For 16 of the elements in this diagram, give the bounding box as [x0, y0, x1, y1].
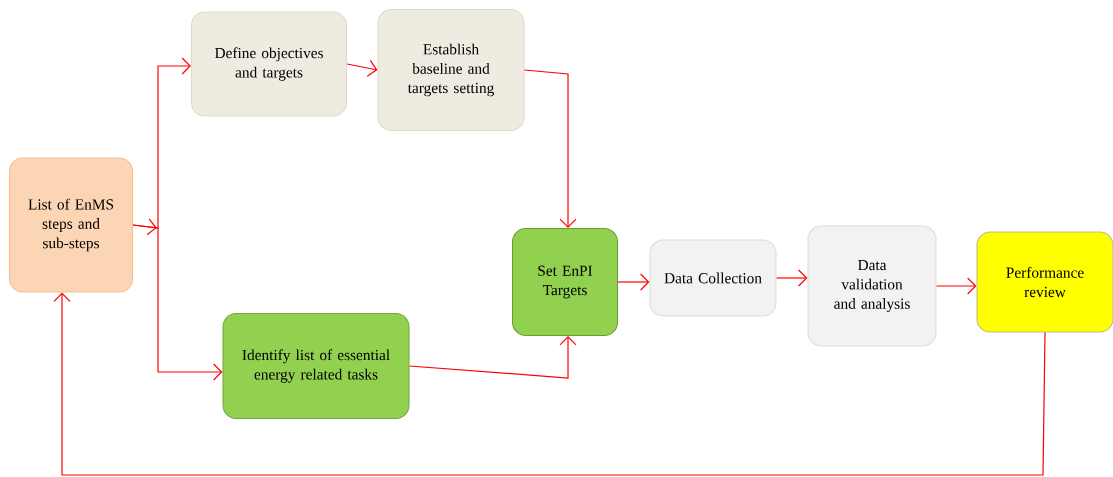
process-box: Set EnPI Targets — [511, 227, 619, 337]
process-box: Performance review — [976, 231, 1113, 333]
process-box: Define objectives and targets — [190, 11, 348, 117]
process-box: List of EnMS steps and sub-steps — [8, 157, 134, 293]
arrow — [775, 269, 808, 287]
arrow — [617, 273, 650, 291]
arrow — [408, 336, 577, 379]
arrow — [346, 59, 378, 77]
arrow — [132, 224, 223, 381]
process-box: Data validation and analysis — [807, 225, 937, 347]
process-box: Identify list of essential energy related tasks — [222, 312, 410, 420]
arrow — [53, 292, 1046, 476]
arrow — [935, 277, 977, 295]
process-box: Data Collection — [649, 239, 777, 317]
process-box: Establish baseline and targets setting — [377, 8, 525, 132]
arrow — [523, 69, 577, 228]
